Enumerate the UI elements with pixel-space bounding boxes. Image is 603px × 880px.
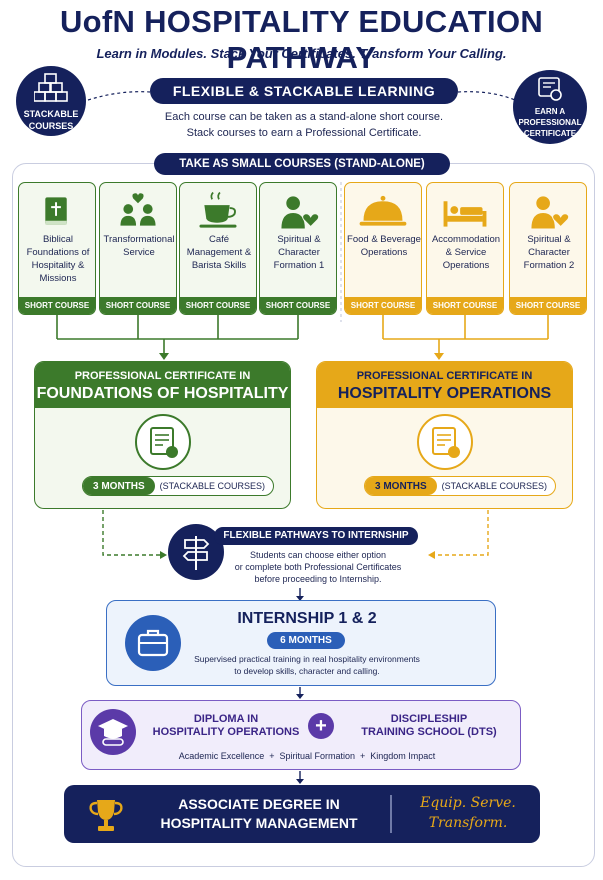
diploma-footer: Academic Excellence + Spiritual Formatio…: [178, 751, 436, 761]
internship-line1: Supervised practical training in real ho…: [194, 654, 420, 664]
badge-label-line1: EARN A: [534, 107, 566, 116]
page-title: UofN HOSPITALITY EDUCATION PATHWAY: [59, 4, 544, 75]
professional-certificate-badge: EARN A PROFESSIONAL CERTIFICATE: [513, 70, 587, 144]
degree-line2: HOSPITALITY MANAGEMENT: [160, 815, 358, 831]
internship-months: 6 MONTHS: [267, 632, 345, 649]
diploma-card[interactable]: DIPLOMA IN HOSPITALITY OPERATIONS + DISC…: [81, 700, 521, 770]
certificate-line1: PROFESSIONAL CERTIFICATE IN: [74, 370, 251, 382]
trophy-icon: [89, 800, 123, 831]
badge-label-line2: COURSES: [28, 121, 74, 131]
dts-line2: TRAINING SCHOOL (DTS): [361, 726, 497, 738]
flexible-learning-heading: FLEXIBLE & STACKABLE LEARNING: [150, 78, 458, 104]
course-card[interactable]: Spiritual & Character Formation 2 SHORT …: [509, 182, 587, 315]
badge-label-line3: CERTIFICATE: [523, 129, 577, 138]
course-card[interactable]: Transformational Service SHORT COURSE: [99, 182, 177, 315]
certificate-line2: FOUNDATIONS OF HOSPITALITY: [36, 385, 289, 402]
degree-divider: [390, 795, 392, 833]
course-name: Café Management & Barista Skills: [186, 234, 252, 271]
arrow-to-diploma: [296, 687, 304, 699]
course-card[interactable]: Biblical Foundations of Hospitality & Mi…: [18, 182, 96, 315]
person-heart-icon: [531, 196, 570, 229]
motto-line2: Transform.: [428, 815, 508, 831]
course-connectors: [56, 315, 549, 360]
associate-degree-card[interactable]: ASSOCIATE DEGREE IN HOSPITALITY MANAGEME…: [64, 785, 540, 843]
flexible-line2: Stack courses to earn a Professional Cer…: [186, 127, 422, 139]
pathway-connectors: [102, 510, 489, 601]
degree-line1: ASSOCIATE DEGREE IN: [178, 796, 340, 812]
short-course-tag: SHORT COURSE: [19, 297, 95, 314]
person-heart-icon: [281, 196, 320, 229]
bed-icon: [443, 201, 487, 227]
duration-pill: 3 MONTHS (STACKABLE COURSES): [364, 476, 557, 496]
course-card[interactable]: Spiritual & Character Formation 1 SHORT …: [259, 182, 337, 315]
course-name: Transformational Service: [103, 234, 175, 258]
stackable-courses-badge: STACKABLE COURSES: [16, 66, 86, 136]
people-heart-icon: [120, 193, 156, 226]
course-name: Biblical Foundations of Hospitality & Mi…: [26, 234, 90, 284]
group-divider: [340, 182, 342, 322]
pathways-line2: or complete both Professional Certificat…: [234, 562, 402, 572]
badge-label-line1: STACKABLE: [23, 109, 79, 119]
pathways-heading: FLEXIBLE PATHWAYS TO INTERNSHIP: [214, 527, 418, 545]
course-card[interactable]: Food & Beverage Operations SHORT COURSE: [344, 182, 422, 315]
short-course-tag: SHORT COURSE: [345, 297, 421, 314]
short-course-tag: SHORT COURSE: [260, 297, 336, 314]
internship-title: INTERNSHIP 1 & 2: [237, 610, 377, 627]
page-subtitle: Learn in Modules. Stack Your Certificate…: [96, 46, 507, 61]
certificate-card-foundations[interactable]: PROFESSIONAL CERTIFICATE IN FOUNDATIONS …: [34, 361, 291, 509]
stacked-blocks-icon: [34, 73, 68, 102]
course-name: Accommodation & Service Operations: [431, 234, 501, 271]
short-course-tag: SHORT COURSE: [100, 297, 176, 314]
top-connectors: [87, 91, 516, 101]
arrow-to-degree: [296, 771, 304, 784]
certificate-seal-icon: [135, 414, 191, 470]
duration-months: 3 MONTHS: [83, 477, 155, 495]
cloche-icon: [359, 195, 407, 226]
internship-line2: to develop skills, character and calling…: [234, 666, 380, 676]
duration-note: (STACKABLE COURSES): [441, 481, 548, 491]
bible-icon: [45, 197, 67, 225]
diploma-line1: DIPLOMA IN: [193, 713, 259, 725]
small-courses-heading: TAKE AS SMALL COURSES (STAND-ALONE): [154, 153, 450, 175]
certificate-line1: PROFESSIONAL CERTIFICATE IN: [356, 370, 533, 382]
course-name: Spiritual & Character Formation 1: [273, 234, 325, 271]
short-course-tag: SHORT COURSE: [180, 297, 256, 314]
dts-line1: DISCIPLESHIP: [390, 713, 468, 725]
certificate-header: PROFESSIONAL CERTIFICATE IN HOSPITALITY …: [317, 362, 572, 408]
certificate-icon: [538, 77, 562, 101]
plus-icon: +: [308, 713, 334, 739]
certificate-card-operations[interactable]: PROFESSIONAL CERTIFICATE IN HOSPITALITY …: [316, 361, 573, 509]
graduation-cap-icon: [90, 709, 136, 755]
pathways-line3: before proceeding to Internship.: [254, 574, 382, 584]
short-course-tag: SHORT COURSE: [510, 297, 586, 314]
duration-pill: 3 MONTHS (STACKABLE COURSES): [82, 476, 275, 496]
course-name: Spiritual & Character Formation 2: [523, 234, 575, 271]
pathways-line1: Students can choose either option: [249, 550, 387, 560]
badge-label-line2: PROFESSIONAL: [518, 118, 582, 127]
duration-note: (STACKABLE COURSES): [159, 481, 266, 491]
short-course-tag: SHORT COURSE: [427, 297, 503, 314]
certificate-line2: HOSPITALITY OPERATIONS: [337, 385, 552, 402]
diploma-line2: HOSPITALITY OPERATIONS: [152, 726, 300, 738]
internship-card[interactable]: INTERNSHIP 1 & 2 6 MONTHS Supervised pra…: [106, 600, 496, 686]
certificate-seal-icon: [417, 414, 473, 470]
course-name: Food & Beverage Operations: [347, 234, 421, 258]
course-card[interactable]: Café Management & Barista Skills SHORT C…: [179, 182, 257, 315]
certificate-header: PROFESSIONAL CERTIFICATE IN FOUNDATIONS …: [35, 362, 290, 408]
flexible-line1: Each course can be taken as a stand-alon…: [164, 111, 444, 123]
briefcase-icon: [125, 615, 181, 671]
motto-line1: Equip. Serve.: [420, 795, 516, 811]
coffee-cup-icon: [199, 191, 237, 228]
duration-months: 3 MONTHS: [365, 477, 437, 495]
course-card[interactable]: Accommodation & Service Operations SHORT…: [426, 182, 504, 315]
